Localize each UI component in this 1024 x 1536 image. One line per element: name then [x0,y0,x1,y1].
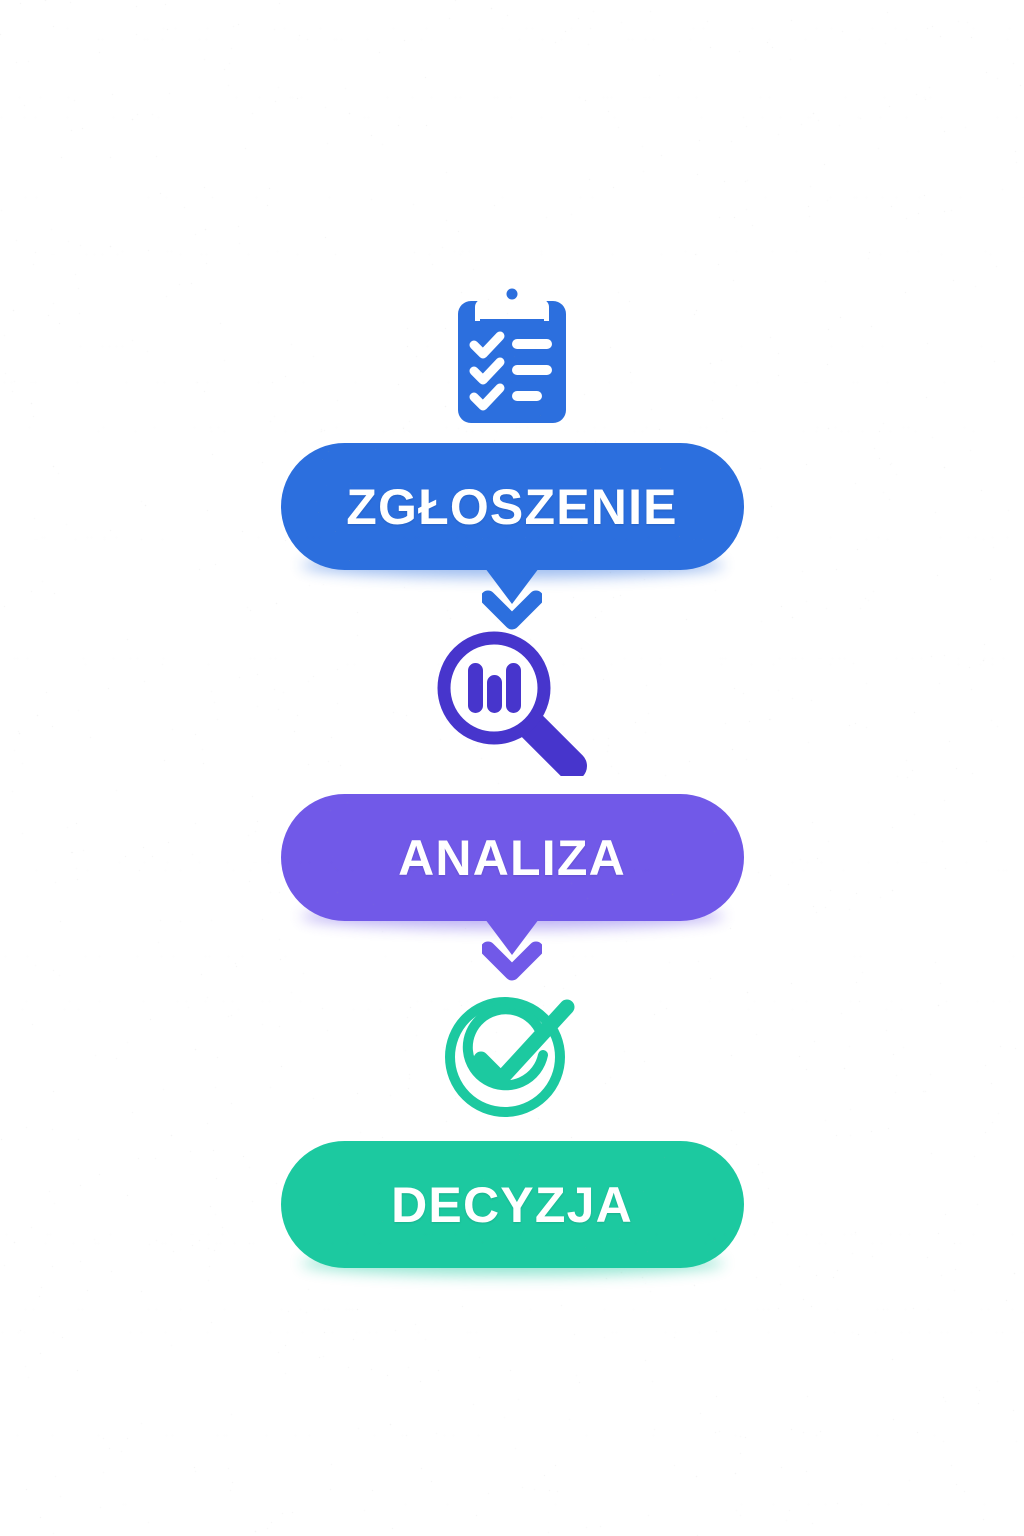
step-label-zgloszenie: ZGŁOSZENIE [346,478,678,535]
banner-body-decyzja[interactable]: DECYZJA [280,1141,744,1268]
step-label-decyzja: DECYZJA [391,1176,633,1233]
banner-body-analiza[interactable]: ANALIZA [280,794,744,955]
chevron-down-icon [480,941,544,985]
step-banner-analiza[interactable]: ANALIZA [280,776,744,955]
step-banner-decyzja[interactable]: DECYZJA [280,1121,744,1276]
magnifier-bar-chart-icon [436,630,588,781]
banner-body-zgloszenie[interactable]: ZGŁOSZENIE [280,443,744,604]
target-check-icon [441,993,583,1121]
step-label-analiza: ANALIZA [398,829,626,886]
step-banner-zgloszenie[interactable]: ZGŁOSZENIE [280,425,744,604]
clipboard-checklist-icon [456,279,568,425]
chevron-down-icon [480,590,544,634]
